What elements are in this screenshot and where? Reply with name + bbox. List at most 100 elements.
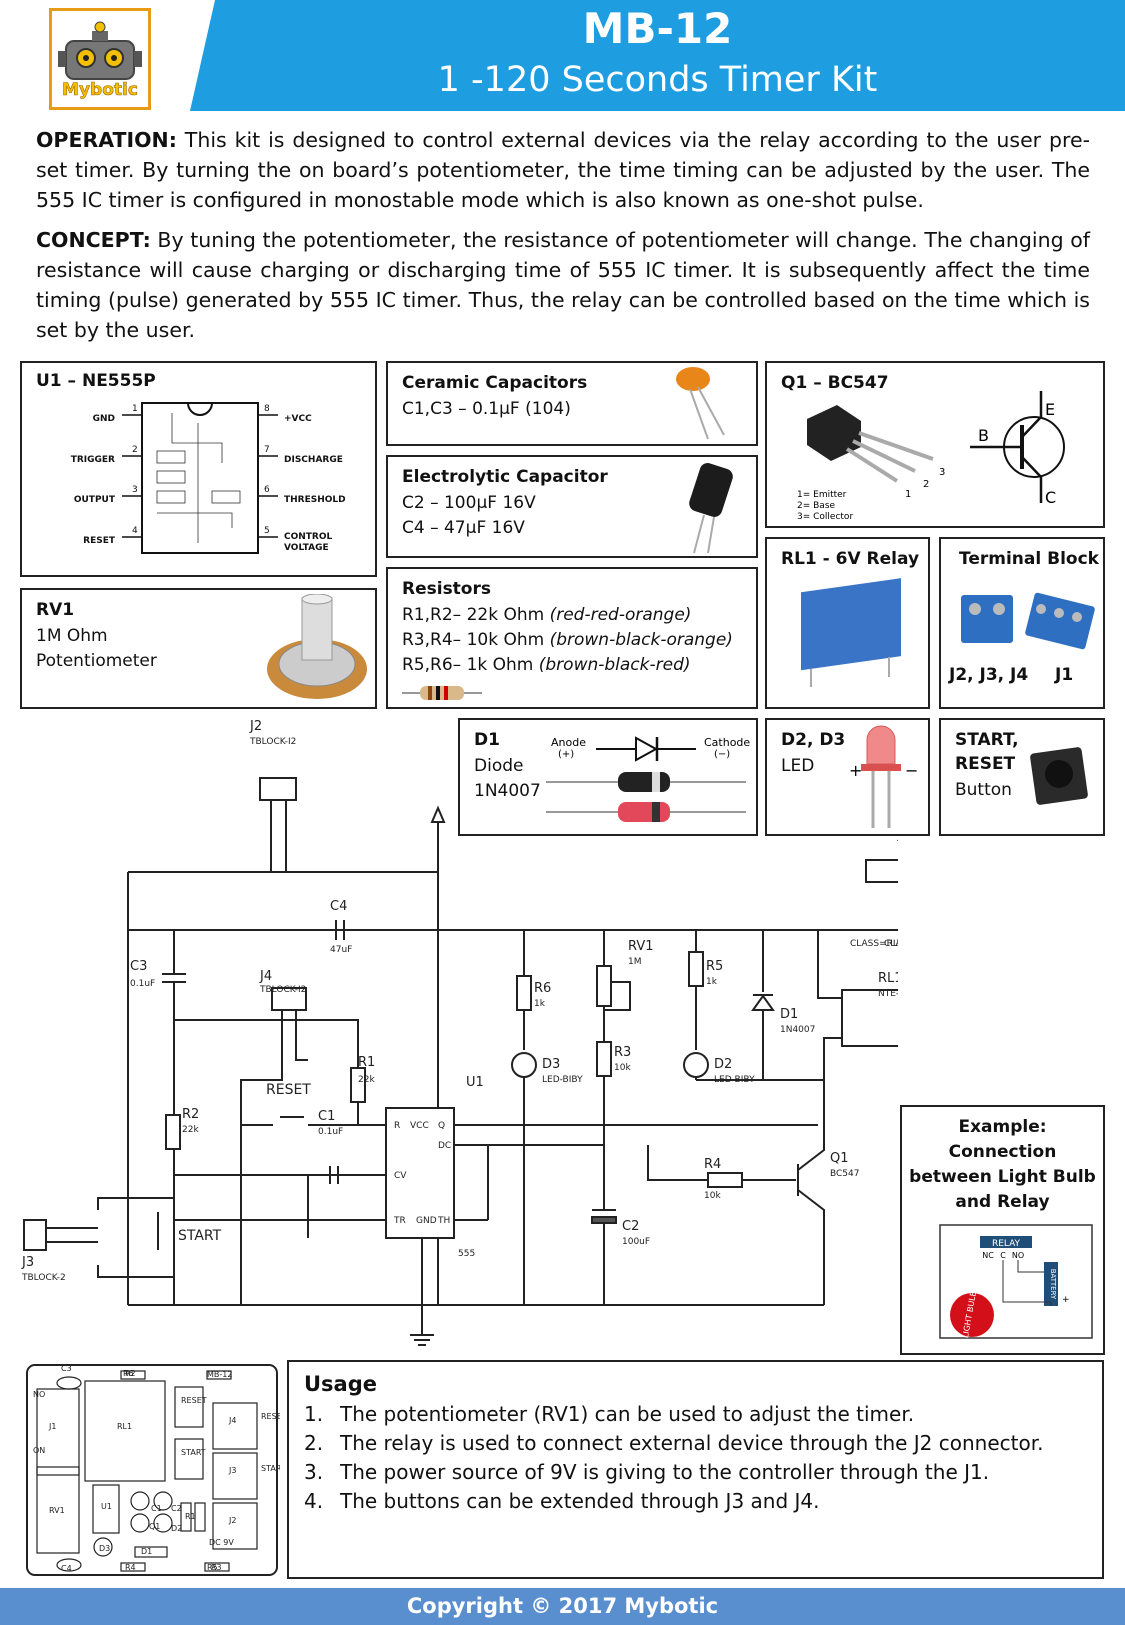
- schematic-label: LED-BIBY: [542, 1075, 583, 1085]
- example-title-2: Connection: [948, 1142, 1057, 1162]
- schematic-label: J3: [21, 1255, 34, 1270]
- u1-num-1: 1: [132, 404, 138, 414]
- pcb-label: D1: [141, 1547, 152, 1556]
- schematic-label: CLASS=RLY: [850, 939, 898, 949]
- example-relay-label: RELAY: [992, 1239, 1021, 1249]
- pcb-label: J4: [228, 1416, 236, 1425]
- led-title: D2, D3: [781, 730, 846, 750]
- example-no: NO: [1012, 1251, 1024, 1260]
- schematic-label: 555: [458, 1249, 475, 1259]
- example-wiring-diagram: RELAY NC C NO BATTERY + LIGHT BULB: [939, 1224, 1093, 1339]
- schematic-label: TBLOCK-I3: [897, 843, 898, 853]
- schematic-label: J1: [897, 827, 898, 842]
- schematic-label: R2: [182, 1107, 199, 1122]
- pcb-labels: C3R2MB-12J1RL1RESETJ4RESETSTARTJ3STARTRV…: [33, 1364, 280, 1573]
- u1-card: U1 – NE555P GND TRIGGER OUTPUT RESET +VC…: [20, 361, 377, 577]
- pcb-label: NO: [33, 1390, 45, 1399]
- rv1-type: Potentiometer: [36, 651, 157, 671]
- pcb-label: C1: [151, 1504, 162, 1513]
- pcb-label: C3: [61, 1364, 72, 1373]
- diode-part: 1N4007: [474, 781, 541, 801]
- usage-item-number: 3.: [304, 1460, 324, 1484]
- led-minus: −: [905, 761, 918, 780]
- pcb-label: R2: [125, 1369, 136, 1378]
- u1-pin-voltage: VOLTAGE: [284, 543, 329, 553]
- schematic-label: 0.1uF: [318, 1127, 343, 1137]
- u1-pin-control: CONTROL: [284, 532, 333, 542]
- relay-card: RL1 - 6V Relay: [765, 537, 930, 709]
- schematic-label: LED-BIBY: [714, 1075, 755, 1085]
- usage-item-text: The relay is used to connect external de…: [340, 1431, 1044, 1455]
- schematic-label: D3: [542, 1057, 560, 1072]
- ceramic-capacitor-card: Ceramic Capacitors C1,C3 – 0.1µF (104): [386, 361, 758, 446]
- usage-item: 1.The potentiometer (RV1) can be used to…: [304, 1402, 914, 1426]
- usage-item: 4.The buttons can be extended through J3…: [304, 1489, 820, 1513]
- pcb-label: START: [181, 1448, 206, 1457]
- example-nc: NC: [982, 1251, 994, 1260]
- schematic-label: R6: [534, 981, 551, 996]
- example-title-3: between Light Bulb: [909, 1167, 1096, 1187]
- button-type: Button: [955, 780, 1012, 800]
- diode-card: D1 Diode 1N4007 Anode (+) Cathode (−): [458, 718, 758, 836]
- usage-item-number: 2.: [304, 1431, 324, 1455]
- schematic-label: CV: [394, 1171, 407, 1181]
- diode-title: D1: [474, 730, 500, 750]
- electrolytic-c4: C4 – 47µF 16V: [402, 518, 525, 538]
- resistor-image: [402, 686, 482, 700]
- q1-pin-b: B: [978, 426, 989, 445]
- q1-card: Q1 – BC547 1 2 3 1= Emitter 2= Base 3= C…: [765, 361, 1105, 528]
- q1-title: Q1 – BC547: [781, 373, 889, 393]
- button-title-start: START,: [955, 730, 1019, 750]
- resistor-r5-r6-colors: (brown-black-red): [538, 655, 691, 675]
- u1-pin-output: OUTPUT: [74, 495, 116, 505]
- pcb-label: RV1: [49, 1506, 65, 1515]
- resistor-r3-r4-colors: (brown-black-orange): [549, 630, 733, 650]
- resistor-r5-r6: R5,R6– 1k Ohm (brown-black-red): [402, 653, 691, 678]
- schematic-label: Q1: [830, 1151, 849, 1166]
- schematic-label: TBLOCK-2: [21, 1273, 66, 1283]
- operation-paragraph: OPERATION: This kit is designed to contr…: [36, 125, 1090, 215]
- usage-item-number: 1.: [304, 1402, 324, 1426]
- u1-pin-gnd: GND: [93, 414, 115, 424]
- diode-cathode-label: Cathode: [704, 736, 750, 749]
- schematic-label: TR: [393, 1216, 406, 1226]
- schematic-label: J2: [249, 720, 262, 734]
- schematic-label: R1: [358, 1055, 375, 1070]
- u1-num-4: 4: [132, 526, 138, 536]
- concept-text: By tuning the potentiometer, the resista…: [36, 228, 1090, 342]
- pcb-label: J2: [228, 1516, 236, 1525]
- pcb-label: R4: [125, 1563, 136, 1572]
- page-subtitle: 1 -120 Seconds Timer Kit: [437, 60, 878, 100]
- operation-label: OPERATION:: [36, 128, 177, 152]
- schematic-label: 22k: [358, 1075, 375, 1085]
- pcb-label: D2: [171, 1524, 182, 1533]
- resistor-r3-r4-value: R3,R4– 10k Ohm: [402, 630, 550, 650]
- schematic-label: 1N4007: [780, 1025, 815, 1035]
- u1-title: U1 – NE555P: [36, 371, 156, 391]
- pcb-label: MB-12: [207, 1370, 232, 1379]
- rv1-title: RV1: [36, 600, 75, 620]
- schematic-label: RV1: [628, 939, 654, 954]
- schematic-label: R4: [704, 1157, 721, 1172]
- usage-card: Usage 1.The potentiometer (RV1) can be u…: [287, 1360, 1104, 1579]
- resistor-r1-r2-colors: (red-red-orange): [549, 605, 692, 625]
- pcb-label: D3: [99, 1544, 110, 1553]
- u1-pin-discharge: DISCHARGE: [284, 455, 343, 465]
- header-banner: [190, 0, 1125, 111]
- resistors-card: Resistors R1,R2– 22k Ohm (red-red-orange…: [386, 567, 758, 709]
- led-card: D2, D3 LED + −: [765, 718, 930, 836]
- operation-text: This kit is designed to control external…: [36, 128, 1090, 212]
- schematic-label: Q: [438, 1121, 445, 1131]
- q1-pin-c: C: [1045, 488, 1056, 507]
- ceramic-title: Ceramic Capacitors: [402, 373, 588, 393]
- schematic-label: BC547: [830, 1169, 859, 1179]
- ceramic-values: C1,C3 – 0.1µF (104): [402, 399, 571, 419]
- schematic-label: TBLOCK-I2: [249, 737, 296, 747]
- example-title-1: Example:: [958, 1117, 1047, 1137]
- pcb-label: J3: [228, 1466, 236, 1475]
- diode-cathode-sign: (−): [714, 749, 730, 760]
- led-type: LED: [781, 756, 815, 776]
- pcb-label: RESET: [261, 1412, 280, 1421]
